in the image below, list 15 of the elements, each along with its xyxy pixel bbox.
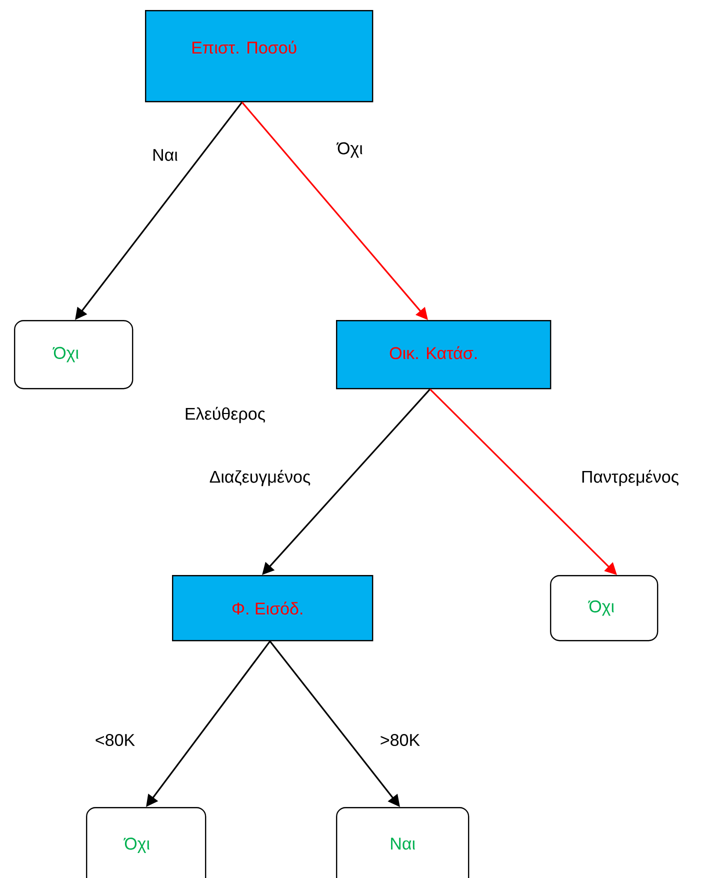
decision-box: Οικ. Κατάσ. [336,320,552,390]
decision-box: Φ. Εισόδ. [172,575,374,642]
edge-label: <80K [94,733,136,748]
leaf-box: Όχι [86,807,206,878]
edge-label: Διαζευγμένος [208,468,312,488]
arrow [429,388,617,575]
leaf-box: Όχι [14,320,134,390]
branch-label: Ελεύθερος [186,406,266,424]
edge-label: >80K [378,733,422,748]
decision-box: Επιστ. Ποσού [145,10,374,102]
edge-label: Παντρεμένος [580,468,680,488]
edge-label: Ναι [151,148,179,162]
edge-label: Όχι [336,141,364,159]
leaf-box: Ναι [336,807,470,878]
leaf-box: Όχι [550,575,658,642]
